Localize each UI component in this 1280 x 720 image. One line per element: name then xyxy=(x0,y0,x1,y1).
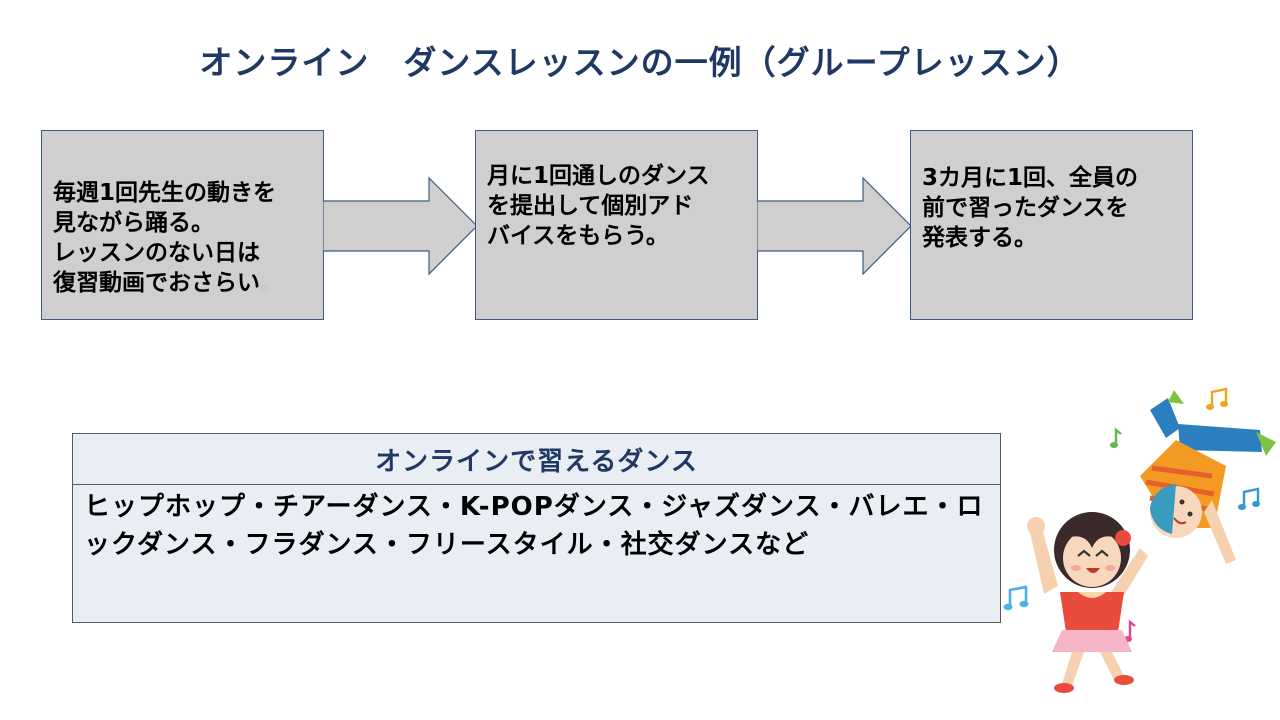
arrow-right-icon xyxy=(323,176,478,276)
music-note-icon xyxy=(1238,487,1260,510)
music-note-icon xyxy=(1206,387,1228,410)
step-3-text: 3カ月に1回、全員の 前で習ったダンスを 発表する。 xyxy=(922,165,1139,251)
arrow-1-shape xyxy=(323,176,478,276)
step-3-box: 3カ月に1回、全員の 前で習ったダンスを 発表する。 xyxy=(910,130,1193,320)
page-title: オンライン ダンスレッスンの一例（グループレッスン） xyxy=(199,43,1081,82)
dancing-children-illustration xyxy=(1003,387,1276,693)
step-2-box: 月に1回通しのダンス を提出して個別アド バイスをもらう。 xyxy=(475,130,758,320)
dancing-girl-icon xyxy=(1027,512,1148,693)
dance-types-table: オンラインで習えるダンス ヒップホップ・チアーダンス・K-POPダンス・ジャズダ… xyxy=(72,433,1001,623)
arrow-2-shape xyxy=(757,176,912,276)
dance-table-body: ヒップホップ・チアーダンス・K-POPダンス・ジャズダンス・バレエ・ロックダンス… xyxy=(84,492,984,560)
arrow-right-icon xyxy=(757,176,912,276)
music-note-icon xyxy=(1003,585,1029,611)
breakdancing-boy-icon xyxy=(1140,390,1276,564)
step-1-text: 毎週1回先生の動きを 見ながら踊る。 レッスンのない日は 復習動画でおさらい。 xyxy=(53,180,283,296)
music-note-icon xyxy=(1110,427,1122,448)
step-2-text: 月に1回通しのダンス を提出して個別アド バイスをもらう。 xyxy=(487,163,710,249)
step-1-box: 毎週1回先生の動きを 見ながら踊る。 レッスンのない日は 復習動画でおさらい。 xyxy=(41,130,324,320)
dance-table-header: オンラインで習えるダンス xyxy=(73,434,1000,485)
